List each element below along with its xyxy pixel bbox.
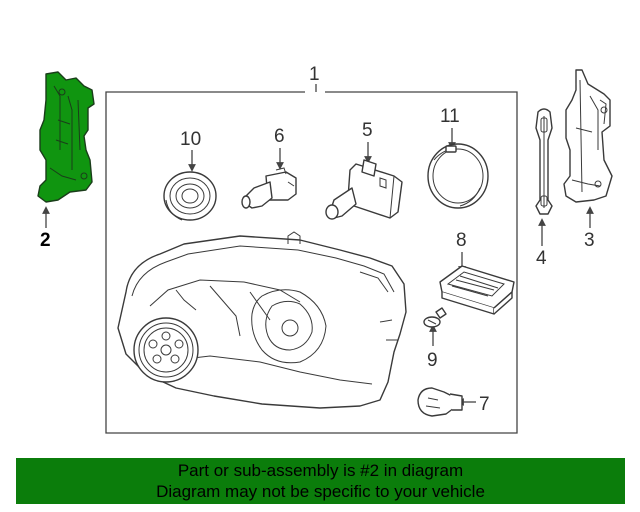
bulb-part-5[interactable]: [325, 159, 403, 220]
headlamp-lens: [133, 317, 199, 383]
bulb-part-7[interactable]: [417, 387, 463, 417]
callout-9: 9: [427, 350, 438, 371]
bulb-part-6[interactable]: [241, 167, 297, 209]
callout-10: 10: [180, 129, 201, 150]
banner-line-2: Diagram may not be specific to your vehi…: [156, 482, 485, 501]
leader-arrows: [42, 128, 594, 406]
headlamp-assembly-box: [105, 84, 518, 434]
callout-8: 8: [456, 230, 467, 251]
info-banner: Part or sub-assembly is #2 in diagram Di…: [16, 458, 625, 504]
callout-2: 2: [40, 230, 51, 251]
module-part-8[interactable]: [439, 265, 515, 315]
callout-11: 11: [440, 106, 460, 127]
bracket-part-2-highlighted[interactable]: [37, 71, 95, 203]
bracket-part-3[interactable]: [563, 69, 613, 203]
callout-7: 7: [479, 394, 490, 415]
callout-3: 3: [584, 230, 595, 251]
cap-part-10[interactable]: [163, 171, 217, 221]
screw-part-9[interactable]: [423, 307, 447, 328]
callout-6: 6: [274, 126, 285, 147]
callout-5: 5: [362, 120, 373, 141]
banner-line-1: Part or sub-assembly is #2 in diagram: [177, 461, 464, 480]
cover-part-11[interactable]: [427, 143, 489, 209]
strip-part-4[interactable]: [535, 108, 553, 215]
callout-4: 4: [536, 248, 547, 269]
callout-1: 1: [309, 64, 320, 85]
